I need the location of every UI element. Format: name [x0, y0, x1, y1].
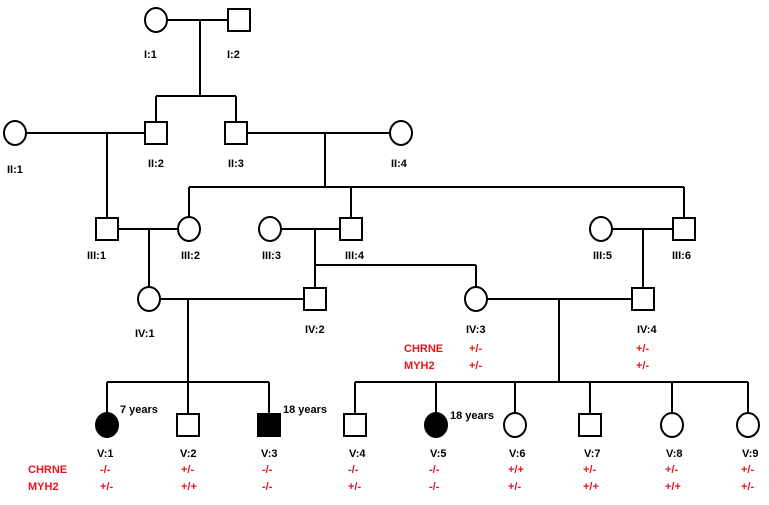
- individual-iii-5-circle: [589, 216, 613, 242]
- myh2-genotype-v-6: +/-: [508, 481, 521, 493]
- individual-ii-3-square: [224, 121, 248, 145]
- individual-iv-2-square: [303, 287, 327, 311]
- label-iv-2: IV:2: [305, 324, 325, 336]
- label-iii-4: III:4: [345, 250, 365, 262]
- myh2-genotype-v-7: +/+: [583, 481, 599, 493]
- myh2-genotype-v-8: +/+: [665, 481, 681, 493]
- label-v-5: V:5: [430, 448, 447, 460]
- individual-v-6-circle: [503, 412, 527, 438]
- chrne-genotype-iv-3: +/-: [469, 343, 482, 355]
- label-iv-4: IV:4: [637, 324, 657, 336]
- chrne-genotype-iv-4: +/-: [636, 343, 649, 355]
- label-iii-3: III:3: [262, 250, 281, 262]
- age-v-3: 18 years: [283, 404, 327, 416]
- individual-iii-4-square: [339, 217, 363, 241]
- label-iv-3: IV:3: [466, 324, 486, 336]
- label-v-9: V:9: [742, 448, 759, 460]
- individual-v-3-square: [257, 413, 281, 437]
- individual-ii-2-square: [144, 121, 168, 145]
- label-v-6: V:6: [509, 448, 526, 460]
- individual-iii-2-circle: [177, 216, 201, 242]
- individual-i-2-square: [227, 8, 251, 32]
- myh2-genotype-v-5: -/-: [429, 481, 440, 493]
- pedigree-lines: [26, 19, 749, 414]
- gene-label-chrne-iv3: CHRNE: [404, 343, 443, 355]
- individual-iii-3-circle: [258, 216, 282, 242]
- myh2-genotype-v-3: -/-: [262, 481, 273, 493]
- individual-ii-1-circle: [3, 120, 27, 146]
- myh2-genotype-v-1: +/-: [100, 481, 113, 493]
- label-v-3: V:3: [261, 448, 278, 460]
- age-v-1: 7 years: [120, 404, 158, 416]
- chrne-genotype-v-7: +/-: [583, 464, 596, 476]
- label-iii-6: III:6: [672, 250, 691, 262]
- gene-label-chrne-row5: CHRNE: [28, 464, 67, 476]
- label-iii-5: III:5: [593, 250, 612, 262]
- individual-v-2-square: [176, 413, 200, 437]
- chrne-genotype-v-6: +/+: [508, 464, 524, 476]
- individual-v-9-circle: [736, 412, 760, 438]
- label-i-1: I:1: [144, 49, 157, 61]
- label-iii-1: III:1: [87, 250, 106, 262]
- pedigree-symbols: [3, 7, 760, 438]
- age-v-5: 18 years: [450, 410, 494, 422]
- individual-ii-4-circle: [389, 120, 413, 146]
- chrne-genotype-v-3: -/-: [262, 464, 273, 476]
- label-v-7: V:7: [584, 448, 601, 460]
- label-iv-1: IV:1: [135, 328, 155, 340]
- label-ii-3: II:3: [228, 158, 244, 170]
- chrne-genotype-v-1: -/-: [100, 464, 111, 476]
- label-v-8: V:8: [666, 448, 683, 460]
- chrne-genotype-v-4: -/-: [348, 464, 359, 476]
- gene-label-myh2-iv3: MYH2: [404, 360, 435, 372]
- individual-v-8-circle: [660, 412, 684, 438]
- label-v-4: V:4: [349, 448, 366, 460]
- label-ii-4: II:4: [391, 158, 408, 170]
- individual-iv-3-circle: [464, 286, 488, 312]
- individual-iii-6-square: [672, 217, 696, 241]
- label-ii-2: II:2: [148, 158, 164, 170]
- label-v-1: V:1: [97, 448, 114, 460]
- chrne-genotype-v-9: +/-: [741, 464, 754, 476]
- individual-v-5-circle: [424, 412, 448, 438]
- individual-iv-4-square: [631, 287, 655, 311]
- label-iii-2: III:2: [181, 250, 200, 262]
- label-v-2: V:2: [180, 448, 197, 460]
- myh2-genotype-v-9: +/-: [741, 481, 754, 493]
- chrne-genotype-v-2: +/-: [181, 464, 194, 476]
- individual-v-4-square: [343, 413, 367, 437]
- individual-i-1-circle: [144, 7, 168, 33]
- individual-iii-1-square: [95, 217, 119, 241]
- chrne-genotype-v-5: -/-: [429, 464, 440, 476]
- gene-label-myh2-row5: MYH2: [28, 481, 59, 493]
- label-i-2: I:2: [227, 49, 240, 61]
- myh2-genotype-iv-4: +/-: [636, 360, 649, 372]
- myh2-genotype-iv-3: +/-: [469, 360, 482, 372]
- myh2-genotype-v-4: +/-: [348, 481, 361, 493]
- chrne-genotype-v-8: +/-: [665, 464, 678, 476]
- individual-v-1-circle: [95, 412, 119, 438]
- myh2-genotype-v-2: +/+: [181, 481, 197, 493]
- label-ii-1: II:1: [7, 164, 23, 176]
- individual-iv-1-circle: [137, 286, 161, 312]
- individual-v-7-square: [578, 413, 602, 437]
- genotype-annotations: CHRNE MYH2 CHRNE MYH2 +/- +/- +/- +/- -/- +/-…: [28, 343, 754, 493]
